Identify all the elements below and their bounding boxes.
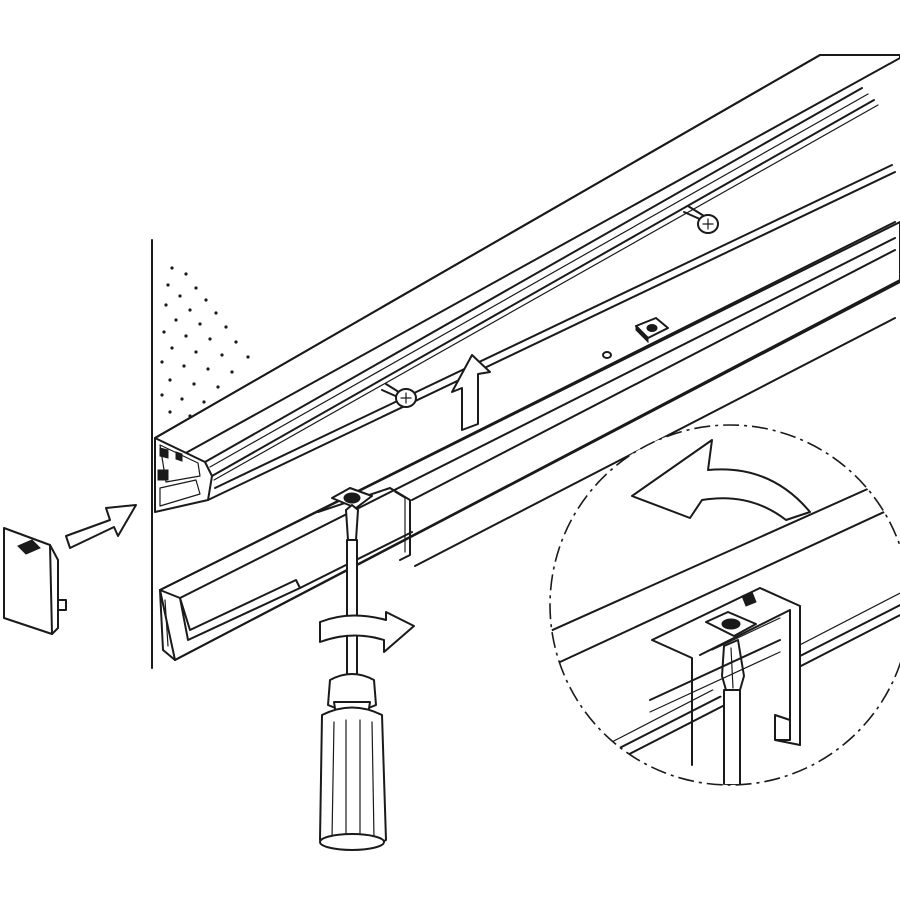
lower-rail-profile (159, 221, 900, 661)
mounting-screw (381, 383, 417, 408)
slot-nut (635, 317, 669, 344)
detail-magnifier (549, 424, 900, 786)
curved-arrow-left-icon (631, 439, 811, 521)
top-rail-profile (154, 54, 900, 513)
mounting-screw (683, 205, 719, 234)
end-cap (3, 527, 67, 635)
wall-texture (160, 266, 250, 418)
arrow-right-icon (65, 504, 137, 549)
rotate-arrow-icon (319, 611, 415, 653)
wall (151, 239, 250, 669)
screwdriver (319, 487, 387, 851)
arrow-up-icon (451, 354, 491, 431)
